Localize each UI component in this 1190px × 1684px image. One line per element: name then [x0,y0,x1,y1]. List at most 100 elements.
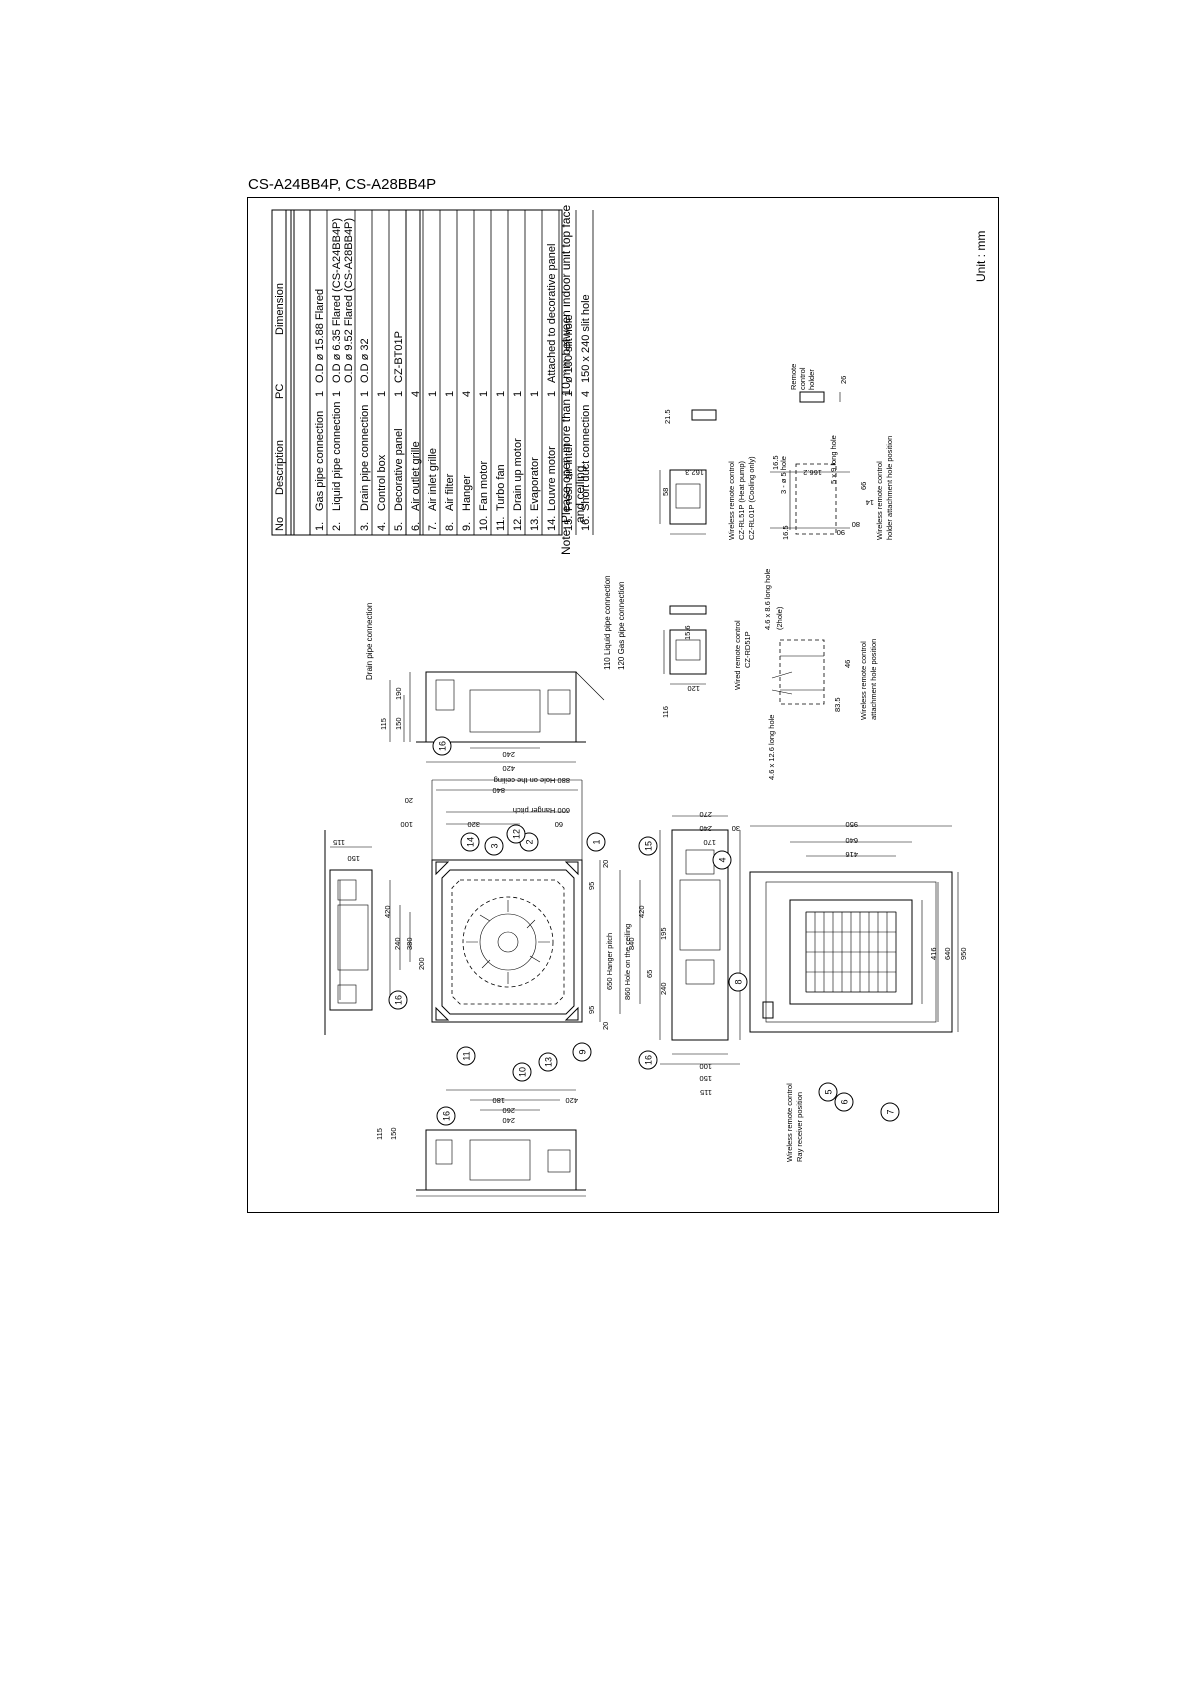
wired-remote-drawing [663,605,707,685]
table-cell-dimension: CZ-BT01P [393,331,405,383]
label-remote-holder-3: holder [807,369,816,390]
callout-circle [388,990,408,1010]
callout-circle [512,1062,532,1082]
wireless-holder-drawing [770,391,850,535]
label-liquid-pipe: 110 Liquid pipe connection [603,575,612,670]
dim-100: 100 [400,820,413,829]
dim-20-right-top: 20 [601,860,610,868]
dim-640-top: 640 [845,836,858,845]
callout-number: 9 [578,1049,588,1054]
table-cell-description: Fan motor [478,461,490,511]
dim-200: 200 [417,957,426,970]
side-view-top [389,671,605,763]
label-hole-ceiling-2: 860 Hole on the ceiling [623,924,632,1000]
table-cell-dimension: Attached to decorative panel [546,244,558,383]
table-cell-no: 14. [546,516,558,531]
table-cell-dimension: ø 100 slit hole [563,315,575,383]
dim-420-vert: 420 [637,905,646,918]
table-cell-description: Turbo fan [495,464,507,511]
callout-number: 8 [734,979,744,984]
dim-380: 380 [405,937,414,950]
callout-circle [538,1052,558,1072]
table-cell-no: 16. [580,516,592,531]
dim-950-top: 950 [845,820,858,829]
callout-number: 7 [886,1109,896,1114]
table-cell-pc: 4 [461,391,473,397]
callout-circle [638,836,658,856]
dim-166-2: 166.2 [803,468,822,477]
dim-195: 195 [659,927,668,940]
callout-number: 15 [644,841,654,851]
table-cell-pc: 1 [495,391,507,397]
table-cell-description: Control box [376,454,388,511]
callout-number: 16 [394,995,404,1005]
dim-150-left: 150 [347,854,360,863]
table-cell-description: Drain up motor [512,438,524,511]
callout-number: 5 [824,1089,834,1094]
table-cell-pc: 1 [512,391,524,397]
dim-83-5: 83.5 [833,697,842,712]
table-cell-no: 2. [331,522,343,531]
callout-circle [436,1106,456,1126]
dim-950-right: 950 [959,947,968,960]
callout-circle [712,850,732,870]
label-wired-remote-model: CZ-RD51P [743,631,752,668]
dim-170: 170 [703,838,716,847]
side-view-left [324,830,411,1035]
dim-115-bottom: 115 [375,1128,384,1140]
table-cell-description: Evaporator [529,457,541,511]
callout-circle [456,1046,476,1066]
dim-260: 260 [502,1106,515,1115]
table-cell-pc: 1 [359,391,371,397]
table-cell-no: 10. [478,516,490,531]
callout-number: 14 [466,837,476,847]
callout-circle [432,736,452,756]
table-cell-dimension: 150 x 240 slit hole [580,294,592,383]
dim-20-right-bottom: 20 [601,1022,610,1030]
dim-420-top: 420 [502,764,515,773]
table-cell-no: 13. [529,516,541,531]
callout-circle [728,972,748,992]
callout-circle [572,1042,592,1062]
dim-15-6: 15.6 [683,625,692,640]
table-cell-no: 15. [563,516,575,531]
label-drain-pipe: Drain pipe connection [365,603,374,680]
table-cell-pc: 1 [427,391,439,397]
dim-162-3: 162.3 [685,468,704,477]
side-view-bottom [416,1089,586,1197]
table-cell-dimension: O.D ø 15.88 Flared [314,289,326,383]
dim-65: 65 [645,970,654,978]
table-cell-no: 4. [376,522,388,531]
table-cell-description: Air filter [444,473,456,511]
table-cell-pc: 1 [529,391,541,397]
dim-240-bottom: 240 [502,1116,515,1125]
table-cell-pc: 1 [331,391,343,397]
table-cell-pc: 1 [314,391,326,397]
dim-80: 80 [852,520,860,529]
table-cell-pc: 1 [546,391,558,397]
table-cell-pc: 1 [478,391,490,397]
label-holder-pos: Wireless remote control [875,461,884,540]
dim-115-left: 115 [333,838,345,847]
table-cell-description: Fresh air intel [563,444,575,511]
label-attach-pos: Wireless remote control [859,641,868,720]
drawing-frame [247,197,999,1213]
dim-240-top: 240 [502,750,515,759]
callout-circle [506,824,526,844]
dim-116: 116 [661,706,670,718]
table-cell-no: 1. [314,522,326,531]
callout-number: 6 [840,1099,850,1104]
dim-180: 180 [492,1096,505,1105]
dim-640-right: 640 [943,947,952,960]
table-cell-pc: 4 [410,391,422,397]
dim-840-vert: 840 [627,937,636,950]
callout-number: 13 [544,1057,554,1067]
label-hanger-pitch: 600 Hanger pitch [513,806,570,815]
dim-14: 14 [866,498,874,507]
label-hole-ceiling: 880 Hole on the ceiling [494,776,570,785]
label-wireless-heat: CZ-RL51P (Heat pump) [737,460,746,540]
callout-circle [834,1092,854,1112]
table-cell-pc: 1 [376,391,388,397]
panel-bottom-view [749,825,959,1033]
label-hole-3: 3 - ø 5 hole [779,456,788,494]
